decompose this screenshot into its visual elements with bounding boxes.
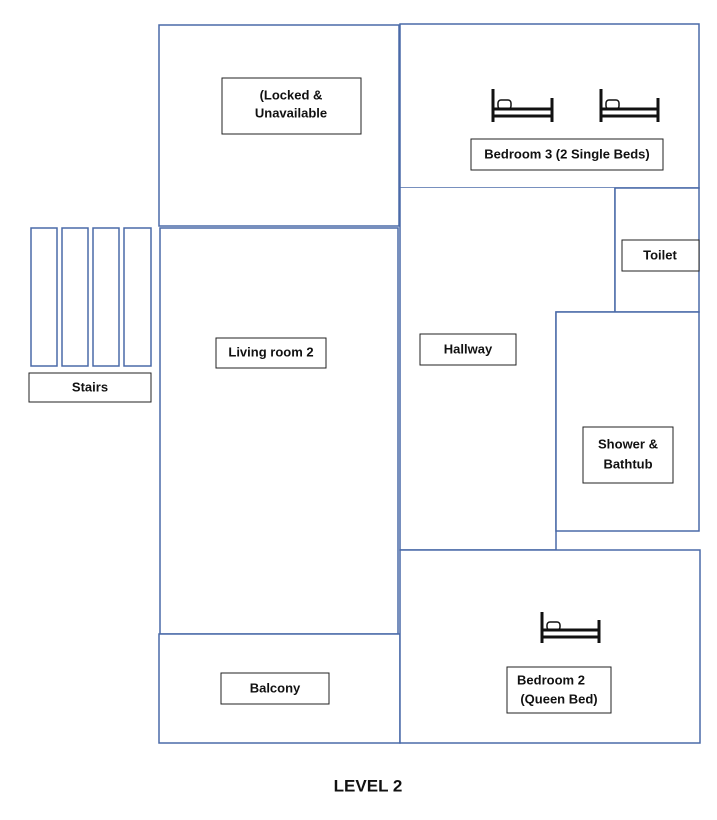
room-bedroom-2: Bedroom 2 (Queen Bed) (399, 549, 701, 744)
room-bedroom-3: Bedroom 3 (2 Single Beds) (399, 23, 700, 189)
room-balcony-label: Balcony (250, 680, 301, 695)
room-living-room-2: Living room 2 (159, 227, 399, 635)
room-balcony: Balcony (158, 633, 401, 744)
stair-flight-3 (92, 227, 120, 367)
room-hallway-label: Hallway (444, 341, 493, 356)
stairs-label: Stairs (72, 379, 108, 394)
stair-flight-4 (123, 227, 152, 367)
room-bedroom-2-label-box (506, 666, 612, 714)
room-bath: Shower & Bathtub (555, 311, 700, 532)
room-living-room-2-outline (159, 227, 399, 635)
room-bath-label-box (582, 426, 674, 484)
room-locked-label-box (221, 77, 362, 135)
stair-flight-2 (61, 227, 89, 367)
room-bedroom-3-label: Bedroom 3 (2 Single Beds) (484, 146, 649, 161)
room-bath-label-line-2: Bathtub (603, 456, 652, 471)
room-toilet-label: Toilet (643, 247, 677, 262)
room-toilet: Toilet (614, 187, 700, 313)
room-hallway-label-box (419, 333, 517, 366)
room-toilet-label-box (621, 239, 700, 272)
room-bedroom-2-label-line-2: (Queen Bed) (520, 691, 597, 706)
room-balcony-label-box (220, 672, 330, 705)
room-living-room-2-label-box (215, 337, 327, 369)
room-bedroom-2-label-line-1: Bedroom 2 (517, 672, 585, 687)
room-locked-label-line-1: (Locked & (260, 87, 323, 102)
stairs-label-box (28, 372, 152, 403)
stair-flight-1 (30, 227, 58, 367)
room-locked: (Locked & Unavailable (158, 24, 400, 227)
room-bedroom-3-label-box (470, 138, 664, 171)
bed-icon (599, 89, 660, 122)
bed-icon (491, 89, 554, 122)
room-bedroom-2-outline (399, 549, 701, 744)
room-bath-outline (555, 311, 700, 532)
room-living-room-2-label: Living room 2 (228, 344, 313, 359)
stairs: Stairs (28, 227, 152, 403)
room-locked-label-line-2: Unavailable (255, 105, 327, 120)
bed-icon (540, 612, 601, 643)
room-bath-label-line-1: Shower & (598, 436, 658, 451)
plan-title: LEVEL 2 (334, 776, 403, 795)
